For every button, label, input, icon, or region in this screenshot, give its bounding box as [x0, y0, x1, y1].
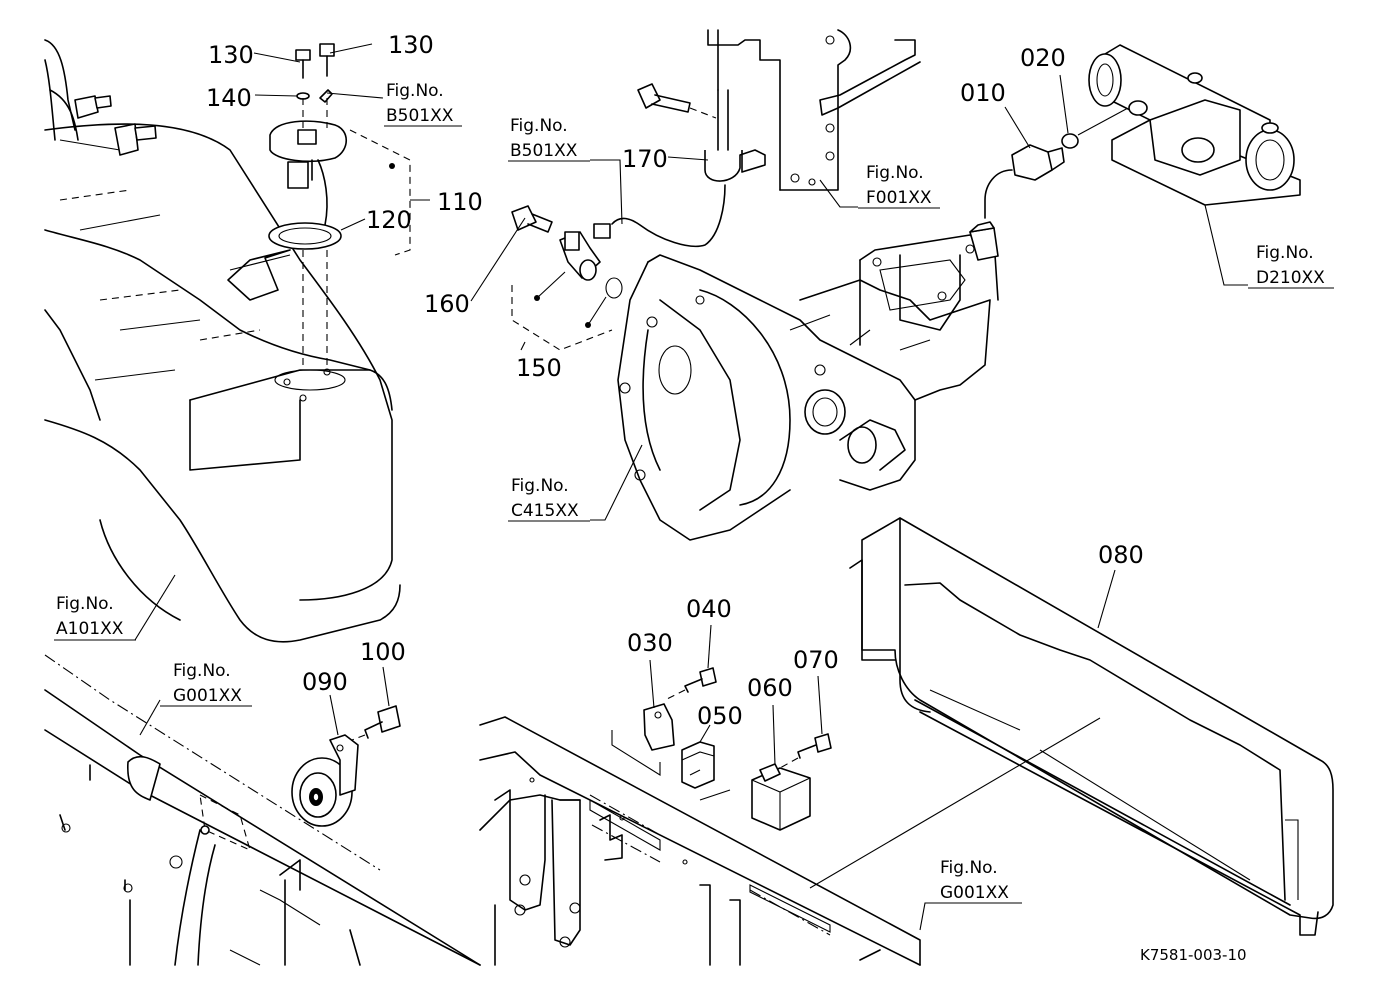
sensor-assembly	[511, 205, 623, 351]
fuel-tank	[44, 39, 401, 643]
ref-g001-right-label: Fig.No.	[940, 858, 998, 878]
callout-170: 170	[622, 145, 668, 173]
ref-c415-label: Fig.No.	[511, 476, 569, 496]
transmission-housing	[617, 234, 999, 541]
callout-070: 070	[793, 646, 839, 674]
callout-110: 110	[437, 188, 483, 216]
callout-160: 160	[424, 290, 470, 318]
callout-090: 090	[302, 668, 348, 696]
ref-b501-top-code: B501XX	[386, 106, 454, 126]
ref-a101-code: A101XX	[56, 619, 124, 639]
callout-130-right: 130	[388, 31, 434, 59]
ref-g001-left-label: Fig.No.	[173, 661, 231, 681]
figure-references: Fig.No. B501XX Fig.No. B501XX Fig.No. F0…	[54, 81, 1334, 904]
callout-010: 010	[960, 79, 1006, 107]
callout-130-left: 130	[208, 41, 254, 69]
fuel-sender-unit	[227, 43, 430, 370]
ref-c415-code: C415XX	[511, 501, 579, 521]
ref-a101-label: Fig.No.	[56, 594, 114, 614]
callout-030: 030	[627, 629, 673, 657]
ref-f001-label: Fig.No.	[866, 163, 924, 183]
pressure-switch	[969, 107, 1129, 261]
relay-parts	[643, 667, 832, 831]
ref-g001-left-code: G001XX	[173, 686, 242, 706]
callout-050: 050	[697, 702, 743, 730]
cover-panel	[849, 517, 1334, 936]
callout-060: 060	[747, 674, 793, 702]
ref-b501-mid-label: Fig.No.	[510, 116, 568, 136]
callout-020: 020	[1020, 44, 1066, 72]
leader-lines	[134, 43, 1248, 931]
frame-rail-left	[44, 654, 481, 966]
ref-d210-label: Fig.No.	[1256, 243, 1314, 263]
diagram-code: K7581-003-10	[1140, 946, 1247, 964]
ref-f001-code: F001XX	[866, 188, 932, 208]
callout-150: 150	[516, 354, 562, 382]
bracket-assembly	[593, 29, 921, 248]
ref-g001-right-code: G001XX	[940, 883, 1009, 903]
callout-040: 040	[686, 595, 732, 623]
frame-rail-right	[479, 716, 1101, 966]
callout-100: 100	[360, 638, 406, 666]
ref-b501-mid-code: B501XX	[510, 141, 578, 161]
callout-numbers: 130 130 140 110 120 160 150 170 010 020 …	[206, 31, 1144, 730]
ref-d210-code: D210XX	[1256, 268, 1325, 288]
ref-b501-top-label: Fig.No.	[386, 81, 444, 101]
callout-080: 080	[1098, 541, 1144, 569]
callout-140: 140	[206, 84, 252, 112]
horn	[291, 705, 401, 827]
callout-120: 120	[366, 206, 412, 234]
pipe-fitting	[1088, 44, 1301, 206]
